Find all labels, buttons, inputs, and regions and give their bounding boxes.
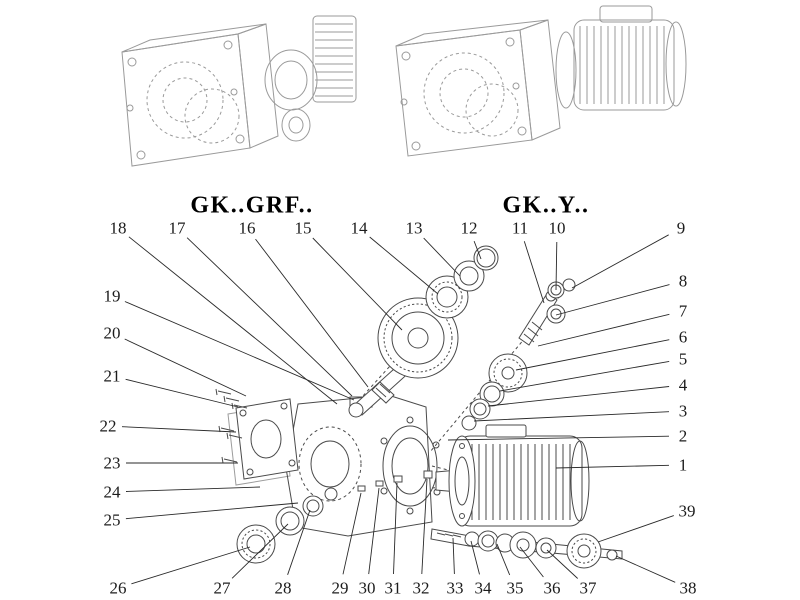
leader-line-9: [571, 234, 669, 289]
part-number-10: 10: [548, 218, 566, 238]
input-bearing-stack-drawing: [425, 245, 499, 319]
part-number-33: 33: [446, 578, 464, 598]
leader-line-10: [555, 241, 558, 291]
leader-line-27: [231, 523, 289, 579]
part-number-27: 27: [213, 578, 231, 598]
part-number-14: 14: [350, 218, 368, 238]
gearbox-grf-drawing: [121, 15, 357, 167]
leader-line-19: [124, 301, 355, 401]
leader-line-36: [519, 546, 544, 578]
leader-line-6: [515, 339, 670, 371]
part-number-9: 9: [676, 218, 686, 238]
variant-title-y: GK..Y..: [502, 192, 590, 219]
part-number-32: 32: [412, 578, 430, 598]
leader-line-34: [470, 540, 480, 575]
part-number-29: 29: [331, 578, 349, 598]
leader-line-17: [186, 237, 353, 397]
leader-line-30: [368, 487, 380, 575]
leader-line-12: [473, 240, 482, 260]
leader-line-8: [555, 284, 670, 316]
variant-title-grf: GK..GRF..: [190, 192, 314, 219]
part-number-21: 21: [103, 366, 121, 386]
leader-line-11: [523, 241, 545, 304]
leader-line-21: [125, 378, 239, 408]
leader-line-22: [121, 426, 237, 433]
motor-drawing: [435, 424, 590, 527]
cover-ring-parts-drawing: [236, 487, 338, 564]
part-number-24: 24: [103, 482, 121, 502]
leader-line-26: [131, 546, 251, 585]
bolt-set-drawing: [215, 388, 248, 464]
part-number-2: 2: [678, 426, 688, 446]
part-number-1: 1: [678, 455, 688, 475]
part-number-18: 18: [109, 218, 127, 238]
leader-line-1: [555, 464, 670, 469]
part-number-36: 36: [543, 578, 561, 598]
part-number-11: 11: [511, 218, 529, 238]
gearbox-y-drawing: [395, 5, 687, 157]
leader-line-16: [255, 238, 369, 388]
part-number-22: 22: [99, 416, 117, 436]
small-fastener-parts-drawing: [357, 470, 433, 492]
leader-line-18: [128, 236, 338, 405]
main-gear-shaft-drawing: [348, 297, 459, 418]
leader-line-4: [487, 386, 670, 407]
part-number-30: 30: [358, 578, 376, 598]
part-number-13: 13: [405, 218, 423, 238]
leader-line-25: [125, 502, 299, 520]
leader-line-7: [537, 313, 670, 347]
part-number-20: 20: [103, 323, 121, 343]
part-number-12: 12: [460, 218, 478, 238]
leader-line-39: [597, 515, 674, 543]
leader-line-37: [546, 549, 579, 579]
part-number-38: 38: [679, 578, 697, 598]
housing-drawing: [285, 394, 441, 537]
part-number-25: 25: [103, 510, 121, 530]
part-number-23: 23: [103, 453, 121, 473]
leader-line-14: [369, 236, 439, 295]
part-number-26: 26: [109, 578, 127, 598]
part-number-39: 39: [678, 501, 696, 521]
leader-line-32: [421, 478, 428, 575]
leader-line-20: [124, 338, 247, 397]
leader-line-38: [615, 555, 676, 583]
exploded-view-drawing: [215, 245, 623, 569]
leader-line-15: [312, 237, 403, 331]
part-number-15: 15: [294, 218, 312, 238]
part-number-34: 34: [474, 578, 492, 598]
leader-line-13: [423, 237, 461, 277]
part-number-16: 16: [238, 218, 256, 238]
output-shaft-assembly-drawing: [430, 528, 623, 569]
part-number-19: 19: [103, 286, 121, 306]
part-number-4: 4: [678, 375, 688, 395]
leader-line-35: [496, 543, 511, 576]
leader-line-2: [447, 435, 670, 441]
leader-lines-layer: [121, 234, 676, 585]
part-number-5: 5: [678, 349, 688, 369]
part-number-31: 31: [384, 578, 402, 598]
leader-line-33: [452, 537, 455, 575]
part-number-8: 8: [678, 271, 688, 291]
part-number-3: 3: [678, 401, 688, 421]
leader-line-31: [393, 482, 398, 575]
part-number-37: 37: [579, 578, 597, 598]
part-number-17: 17: [168, 218, 186, 238]
part-number-6: 6: [678, 327, 688, 347]
leader-line-3: [473, 411, 670, 422]
flange-plate-drawing: [227, 398, 299, 486]
leader-line-24: [125, 486, 261, 492]
leader-line-29: [342, 492, 362, 575]
part-number-7: 7: [678, 301, 688, 321]
intermediate-gear-stack-drawing: [461, 353, 528, 431]
part-number-28: 28: [274, 578, 292, 598]
leader-line-28: [287, 509, 311, 575]
part-number-35: 35: [506, 578, 524, 598]
leader-line-5: [499, 360, 670, 392]
